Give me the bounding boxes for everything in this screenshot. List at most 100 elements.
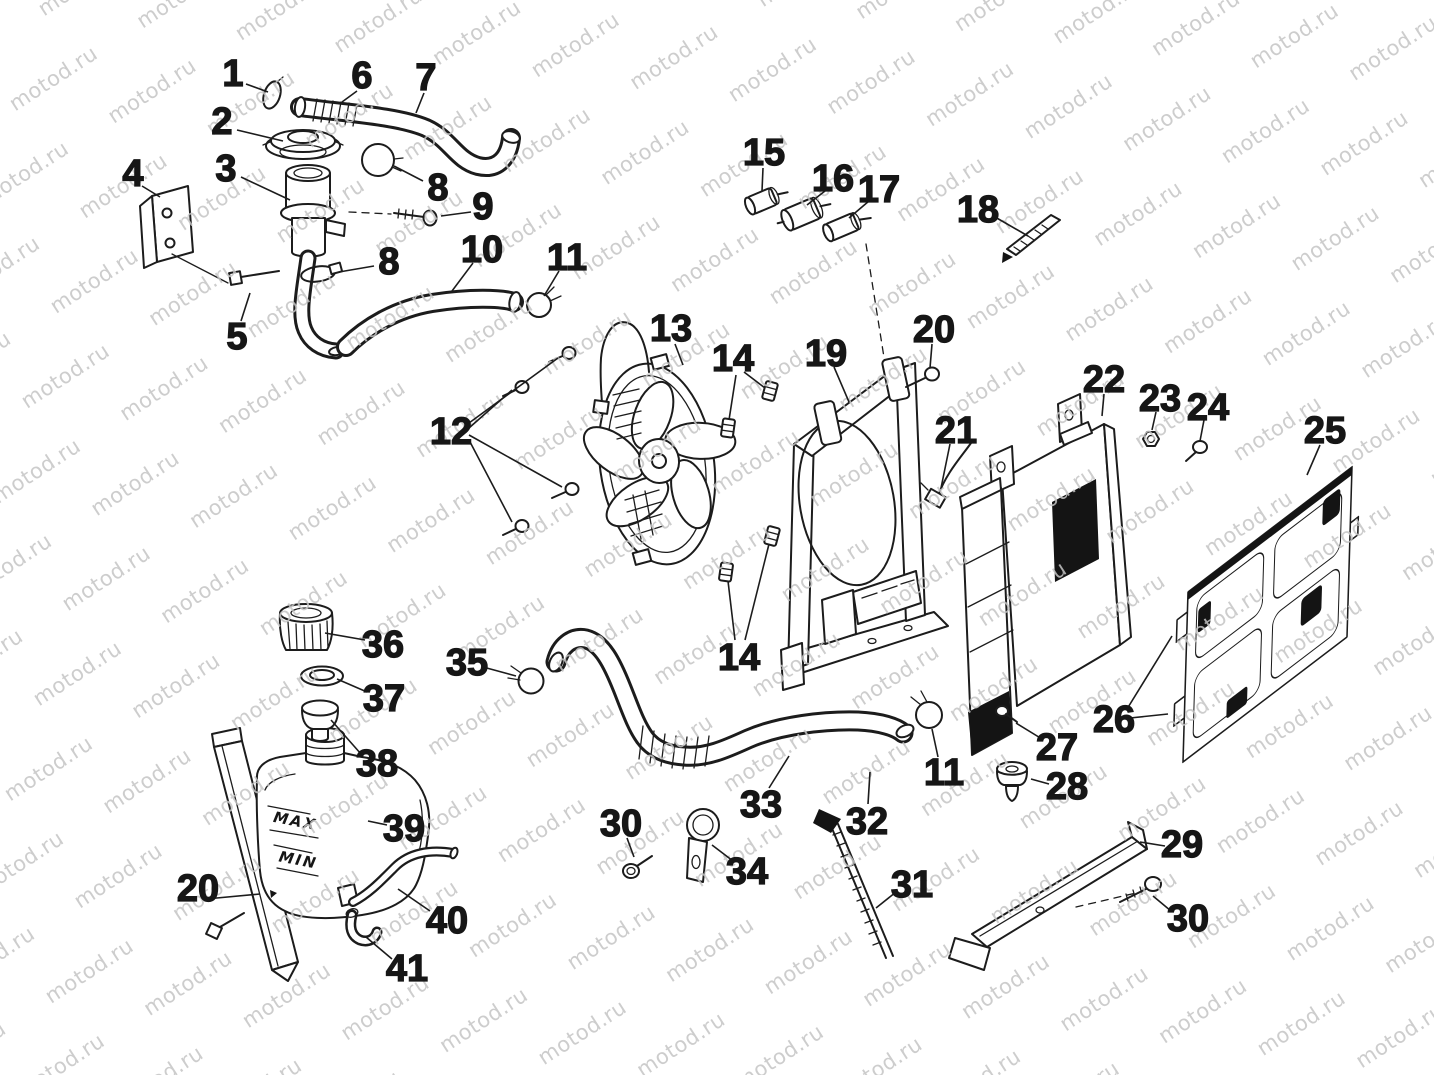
watermark-text: motod.ru	[661, 912, 758, 987]
watermark-text: motod.ru	[1253, 986, 1350, 1061]
thermostat-housing-3	[280, 164, 346, 360]
callout-30: 30	[1167, 898, 1209, 940]
dampers-15-16-17	[743, 186, 887, 371]
callout-20: 20	[913, 309, 955, 351]
watermark-text: motod.ru	[760, 924, 857, 999]
leader-line-8	[393, 165, 424, 182]
watermark-text: motod.ru	[1310, 796, 1407, 871]
watermark-text: motod.ru	[0, 29, 3, 104]
watermark-text: motod.ru	[46, 243, 143, 318]
watermark-text: motod.ru	[329, 0, 426, 58]
watermark-text: motod.ru	[284, 470, 381, 545]
leader-line-18	[994, 216, 1029, 237]
callout-38: 38	[356, 743, 398, 785]
callout-20: 20	[177, 868, 219, 910]
leader-line-11	[543, 270, 560, 297]
overflow-hose-40	[348, 846, 459, 907]
callout-37: 37	[363, 678, 405, 720]
watermark-text: motod.ru	[493, 793, 590, 868]
watermark-text: motod.ru	[382, 483, 479, 558]
watermark-text: motod.ru	[29, 636, 126, 711]
watermark-text: motod.ru	[423, 685, 520, 760]
watermark-text: motod.ru	[0, 326, 15, 401]
leader-line-38	[330, 719, 362, 755]
bolt-5	[228, 270, 280, 286]
callout-23: 23	[1139, 378, 1181, 420]
support-strip-18	[1002, 214, 1061, 263]
leader-line-25	[1306, 444, 1321, 476]
watermark-text: motod.ru	[98, 743, 195, 818]
watermark-text: motod.ru	[1089, 176, 1186, 251]
watermark-text: motod.ru	[1154, 974, 1251, 1049]
leader-line-8	[338, 265, 375, 273]
callout-14: 14	[718, 637, 760, 679]
cable-tie-31	[813, 809, 894, 959]
watermark-text: motod.ru	[1380, 903, 1434, 978]
leader-line-16	[806, 190, 826, 206]
screw-9	[348, 208, 438, 227]
watermark-text: motod.ru	[950, 0, 1047, 36]
leader-line-10	[451, 262, 474, 292]
leader-line-31	[875, 891, 897, 909]
callout-2: 2	[211, 101, 232, 143]
watermark-text: motod.ru	[139, 946, 236, 1021]
leader-line-22	[1101, 393, 1105, 417]
callout-26: 26	[1093, 699, 1135, 741]
leader-line-28	[1030, 778, 1050, 785]
leader-line-6	[341, 90, 358, 103]
leader-line-14	[727, 580, 736, 641]
clamp-part-1	[262, 76, 284, 110]
watermark-text: motod.ru	[753, 0, 850, 12]
watermark-text: motod.ru	[69, 838, 166, 913]
watermark-text: motod.ru	[12, 1029, 109, 1075]
watermark-text: motod.ru	[0, 136, 73, 211]
grommet-38	[301, 699, 339, 742]
leader-line-7	[415, 92, 425, 114]
leader-line-12	[468, 434, 563, 488]
callout-6: 6	[351, 55, 372, 97]
callout-13: 13	[650, 308, 692, 350]
watermark-text: motod.ru	[625, 20, 722, 95]
spring-clamp-35	[507, 665, 545, 695]
watermark-text: motod.ru	[562, 900, 659, 975]
watermark-text: motod.ru	[1060, 271, 1157, 346]
callout-22: 22	[1083, 359, 1125, 401]
watermark-text: motod.ru	[127, 648, 224, 723]
watermark-text: motod.ru	[481, 495, 578, 570]
watermark-text: motod.ru	[817, 734, 914, 809]
watermark-text: motod.ru	[1356, 308, 1434, 383]
leader-line-17	[848, 200, 870, 219]
watermark-text: motod.ru	[185, 458, 282, 533]
watermark-text: motod.ru	[0, 0, 32, 9]
watermark-text: motod.ru	[58, 541, 155, 616]
radiator-cap-2	[262, 129, 344, 160]
leader-line-21	[940, 443, 951, 489]
watermark-text: motod.ru	[0, 731, 97, 806]
callout-7: 7	[415, 57, 436, 99]
watermark-text: motod.ru	[527, 7, 624, 82]
watermark-text: motod.ru	[1368, 606, 1434, 681]
mounting-bracket-29	[948, 821, 1148, 971]
watermark-text: motod.ru	[1020, 69, 1117, 144]
clamp-bracket-34	[686, 808, 720, 883]
bolt-20-frame	[905, 366, 940, 388]
leader-line-29	[1139, 841, 1166, 847]
leader-line-27	[1015, 722, 1043, 740]
callout-32: 32	[846, 801, 888, 843]
watermark-text: motod.ru	[666, 222, 763, 297]
cooling-fan-13	[582, 321, 737, 566]
watermark-text: motod.ru	[1147, 0, 1244, 61]
grille-screen-25	[1173, 465, 1360, 764]
leader-line-11	[931, 728, 939, 758]
callout-24: 24	[1187, 387, 1229, 429]
watermark-text: motod.ru	[724, 32, 821, 107]
watermark-text: motod.ru	[539, 305, 636, 380]
reservoir-assembly: MAX MIN	[205, 603, 459, 982]
watermark-text: motod.ru	[0, 624, 27, 699]
callout-21: 21	[935, 410, 977, 452]
watermark-text: motod.ru	[341, 280, 438, 355]
watermark-text: motod.ru	[1414, 118, 1434, 193]
callout-11: 11	[547, 237, 587, 279]
